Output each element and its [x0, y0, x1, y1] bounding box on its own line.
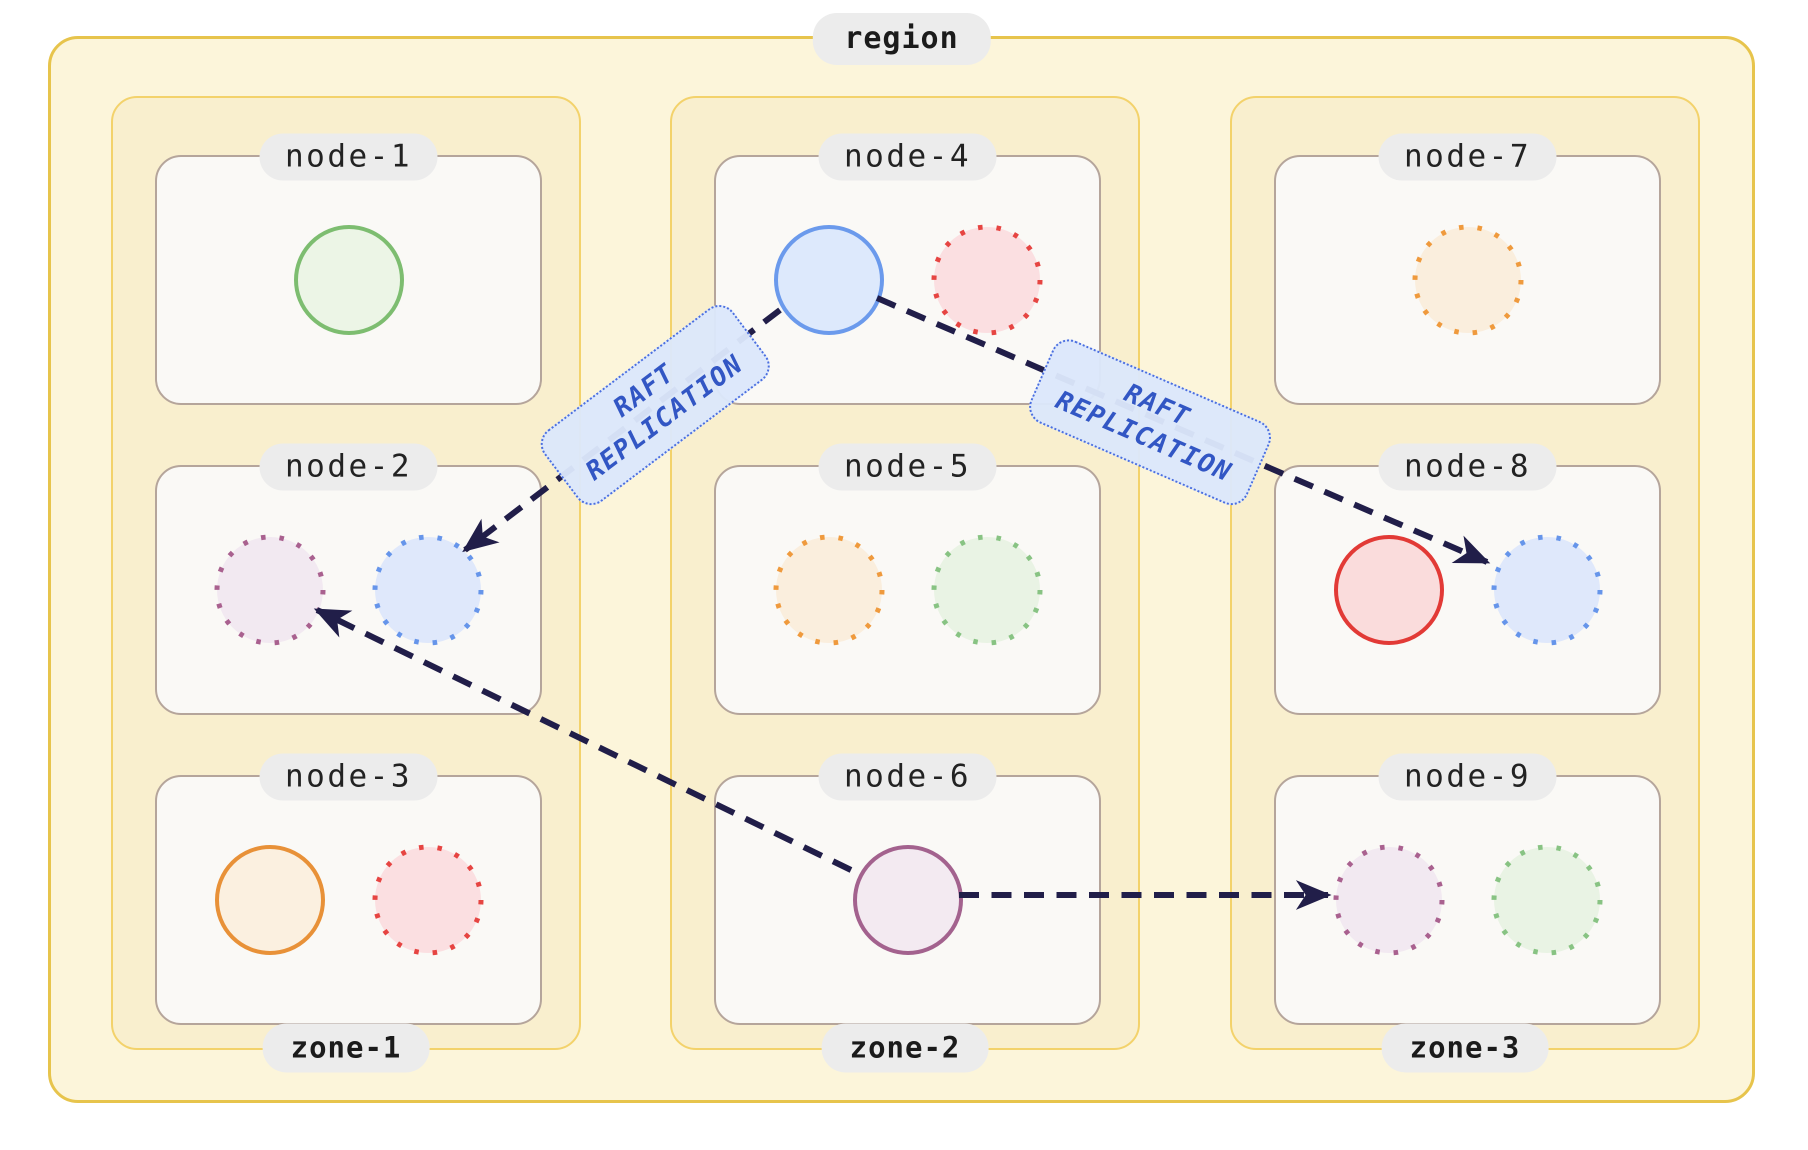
region-label: region	[812, 13, 991, 65]
orange-replica-dotted	[1412, 224, 1523, 336]
zone-label: zone-1	[262, 1023, 430, 1073]
replica-group	[157, 777, 540, 1023]
node-box-8: node-8	[1274, 443, 1661, 715]
purple-replica-dotted	[1333, 844, 1444, 956]
purple-replica-dotted	[214, 534, 325, 646]
node-label: node-1	[259, 133, 438, 181]
node-label: node-5	[818, 443, 997, 491]
node-label: node-9	[1378, 753, 1557, 801]
replica-group	[716, 777, 1099, 1023]
red-replica-dotted	[372, 844, 483, 956]
node-box-4: node-4	[714, 133, 1101, 405]
node-box-3: node-3	[155, 753, 542, 1025]
node-box-7: node-7	[1274, 133, 1661, 405]
node-box-9: node-9	[1274, 753, 1661, 1025]
replica-group	[716, 157, 1099, 403]
orange-replica-dotted	[773, 534, 884, 646]
zone-label: zone-3	[1381, 1023, 1549, 1073]
replica-group	[1276, 467, 1659, 713]
node-label: node-7	[1378, 133, 1557, 181]
node-box-6: node-6	[714, 753, 1101, 1025]
replica-group	[1276, 157, 1659, 403]
zone-box-1: node-1 node-2 node-3 zone-1	[111, 96, 581, 1073]
node-label: node-8	[1378, 443, 1557, 491]
node-label: node-3	[259, 753, 438, 801]
red-replica-solid	[1333, 535, 1444, 645]
node-box-1: node-1	[155, 133, 542, 405]
green-replica-dotted	[1491, 844, 1602, 956]
node-label: node-6	[818, 753, 997, 801]
replica-group	[716, 467, 1099, 713]
region-box: region node-1 node-2 node-3 zone-1 node-…	[48, 13, 1755, 1103]
red-replica-dotted	[931, 224, 1042, 336]
node-box-2: node-2	[155, 443, 542, 715]
blue-replica-solid	[773, 225, 884, 335]
zone-box-2: node-4 node-5 node-6 zone-2	[670, 96, 1140, 1073]
replica-group	[157, 157, 540, 403]
replica-group	[1276, 777, 1659, 1023]
zone-box-3: node-7 node-8 node-9 zone-3	[1230, 96, 1700, 1073]
replica-group	[157, 467, 540, 713]
zone-label: zone-2	[821, 1023, 989, 1073]
node-label: node-4	[818, 133, 997, 181]
green-replica-dotted	[931, 534, 1042, 646]
blue-replica-dotted	[372, 534, 483, 646]
node-box-5: node-5	[714, 443, 1101, 715]
green-replica-solid	[293, 225, 404, 335]
node-label: node-2	[259, 443, 438, 491]
blue-replica-dotted	[1491, 534, 1602, 646]
orange-replica-solid	[214, 845, 325, 955]
purple-replica-solid	[852, 845, 963, 955]
